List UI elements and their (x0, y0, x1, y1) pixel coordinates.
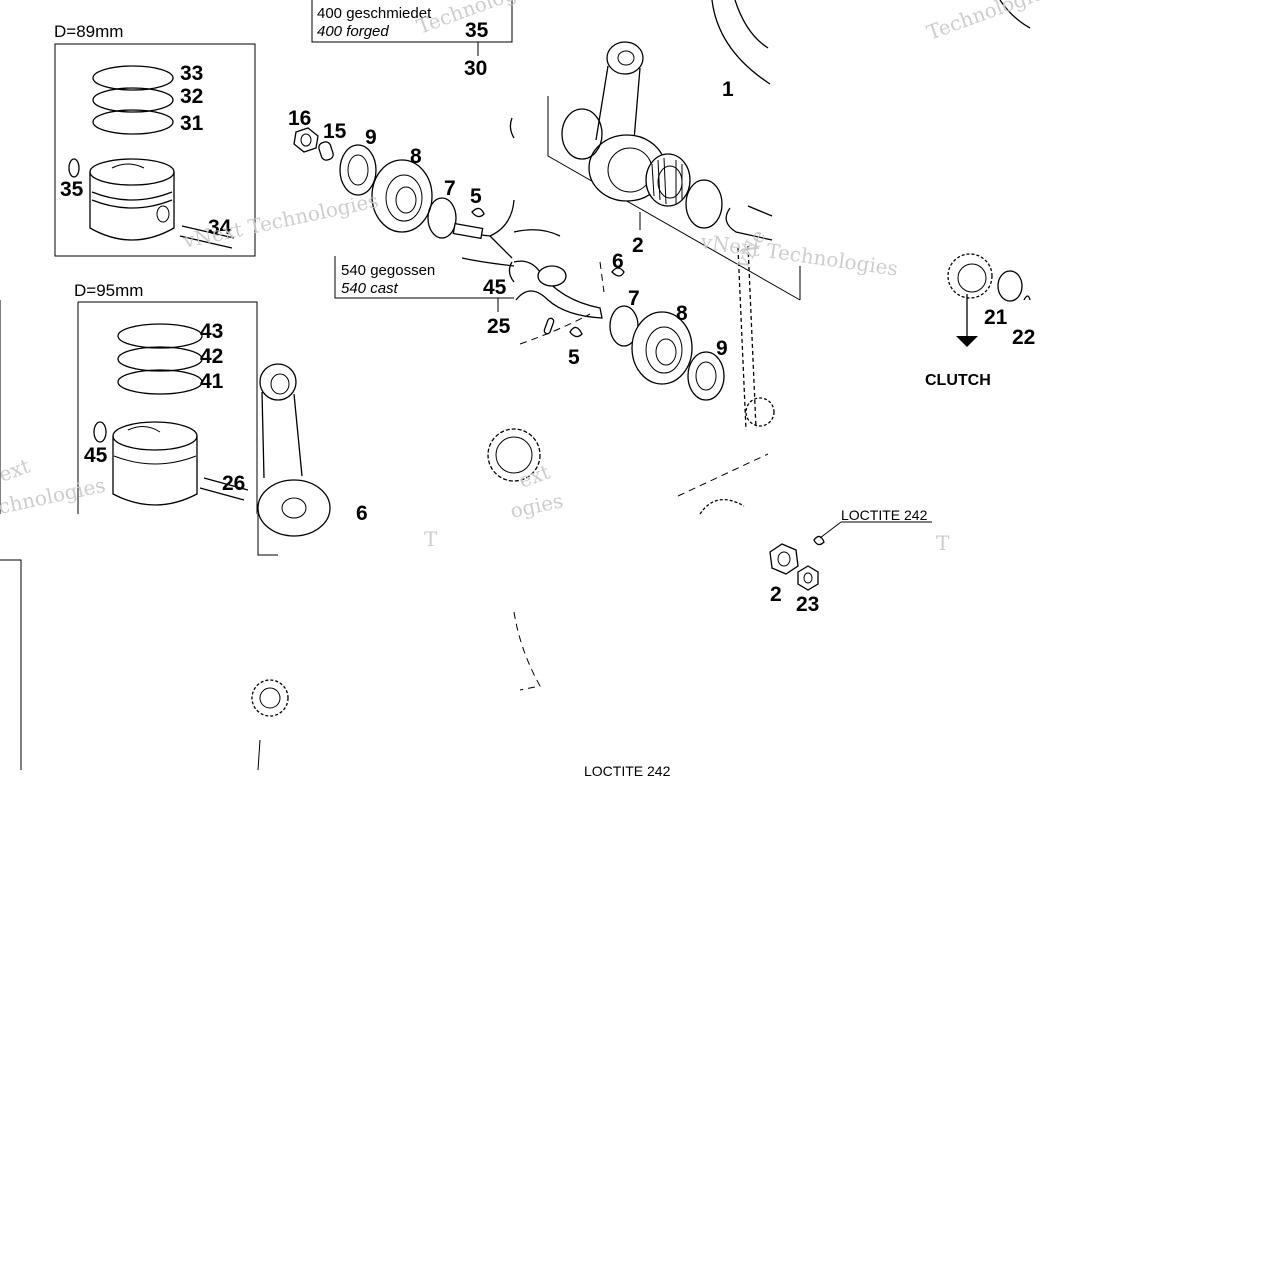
part-number: 6 (612, 250, 624, 273)
part-number: 33 (180, 62, 203, 85)
part-number: 32 (180, 85, 203, 108)
part-number: 45 (84, 444, 108, 467)
piston-pin (199, 477, 249, 501)
panel-frame (77, 301, 258, 514)
sprocket-icon (745, 397, 775, 427)
connecting-rod-icon (257, 363, 331, 537)
timing-chain (737, 245, 757, 431)
part-number: 5 (568, 346, 580, 369)
dimension-label: D=95mm (74, 281, 143, 300)
arrow-down-icon (956, 336, 978, 347)
part-number: 35 (465, 19, 489, 42)
note-german: 400 geschmiedet (317, 5, 432, 22)
woodruff-key-icon (471, 207, 485, 218)
panel-clutch: 21 22 CLUTCH (925, 0, 1035, 389)
watermark-text: T (424, 527, 438, 551)
panel-piston-89: D=89mm 33 32 31 35 34 (54, 22, 256, 257)
nut-icon (769, 543, 799, 575)
part-number: 15 (323, 120, 347, 143)
nut-icon (797, 565, 819, 591)
part-number: 8 (676, 302, 688, 325)
note-frame (334, 256, 514, 299)
note-english: 540 cast (341, 280, 399, 297)
ball-bearing-icon (631, 311, 693, 385)
part-number: 16 (288, 107, 311, 130)
part-number: 6 (356, 502, 368, 525)
loctite-note: LOCTITE 242 (584, 763, 671, 779)
part-number: 26 (222, 472, 245, 495)
panel-piston-95: D=95mm 43 42 41 45 26 (74, 281, 258, 514)
part-number: 8 (410, 145, 422, 168)
watermarks: Technologies Technologies vNext Technolo… (0, 0, 1056, 555)
sprocket-icon (251, 428, 541, 717)
panel-frame (54, 43, 256, 257)
part-number: 31 (180, 112, 204, 135)
dimension-label: D=89mm (54, 22, 123, 41)
note-english: 400 forged (317, 23, 389, 40)
loctite-note: LOCTITE 242 (841, 507, 928, 523)
gear-icon (947, 253, 993, 299)
panel-frame (547, 96, 801, 301)
woodruff-key-icon (813, 535, 825, 546)
note-frame (311, 0, 513, 43)
part-number: 1 (722, 78, 734, 101)
watermark-text: Technologies (924, 0, 1057, 45)
piston-rings (117, 323, 203, 395)
clutch-caption: CLUTCH (925, 372, 991, 389)
part-number: 2 (770, 583, 782, 606)
part-number: 9 (365, 126, 377, 149)
woodruff-key-icon (569, 326, 583, 338)
panel-crank-400: 400 geschmiedet 400 forged 35 30 (288, 0, 515, 267)
shaft-seal-icon (339, 144, 377, 196)
watermark-text: vNext Technologies (698, 229, 899, 281)
part-number: 21 (984, 306, 1008, 329)
piston (89, 158, 175, 241)
thrust-washer-icon (561, 108, 603, 160)
needle-bearing-icon (645, 153, 691, 207)
piston-pin (179, 225, 235, 249)
watermark-text: ext (516, 459, 553, 492)
part-number: 30 (464, 57, 487, 80)
ball-bearing-icon (371, 159, 433, 233)
watermark-text: ext (0, 453, 33, 486)
note-german: 540 gegossen (341, 262, 435, 279)
part-number: 23 (796, 593, 819, 616)
shaft-seal-icon (687, 351, 725, 401)
part-number: 43 (200, 320, 223, 343)
part-number: 45 (483, 276, 507, 299)
part-number: 42 (200, 345, 223, 368)
shim-icon (427, 197, 457, 239)
thrust-washer-icon (685, 179, 723, 229)
part-number: 5 (470, 185, 482, 208)
panel-conrod: 1 2 6 7 (513, 0, 801, 691)
part-number: 9 (716, 337, 728, 360)
circlip-icon (68, 158, 80, 178)
washer-icon (318, 141, 334, 161)
woodruff-key-icon (611, 267, 625, 277)
part-number: 34 (208, 216, 232, 239)
piston (112, 421, 198, 506)
circlip-icon (93, 421, 107, 443)
panel-crank-540: 540 gegossen 540 cast 45 25 6 (251, 256, 541, 771)
part-number: 25 (487, 315, 511, 338)
part-number: 7 (628, 287, 640, 310)
nut-icon (293, 127, 319, 153)
part-number: 22 (1012, 326, 1035, 349)
panel-balancer: LOCTITE 242 2 23 LOCTITE 242 (584, 507, 932, 779)
watermark-text: ogies (508, 488, 565, 523)
washer-icon (997, 270, 1023, 302)
part-number: 2 (632, 234, 644, 257)
part-number: 41 (200, 370, 224, 393)
piston-rings (92, 65, 174, 135)
part-number: 7 (444, 177, 456, 200)
part-number: 35 (60, 178, 84, 201)
watermark-text: T (936, 531, 950, 555)
